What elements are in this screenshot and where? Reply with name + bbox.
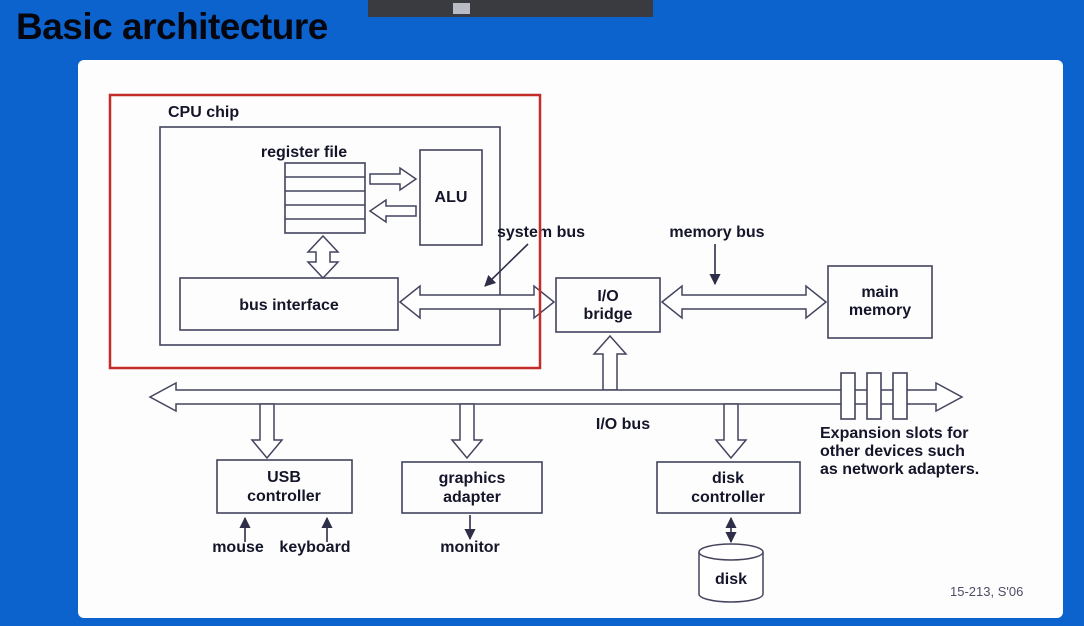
graphics-adapter-box: [401, 461, 543, 514]
disk-controller-label-line1: disk: [712, 470, 744, 487]
io-bus-label: I/O bus: [596, 416, 650, 433]
cpu-chip-label: CPU chip: [168, 104, 239, 121]
alu-to-register-arrow: [368, 198, 417, 224]
memory-bus-arrow: [660, 284, 828, 320]
disk-cylinder-top: [698, 543, 764, 561]
expansion-slots: [840, 372, 908, 420]
register-file-stack: [284, 162, 366, 234]
graphics-adapter-label-line2: adapter: [443, 489, 501, 506]
system-bus-pointer-arrow: [484, 243, 529, 287]
expansion-slot: [866, 372, 882, 420]
main-memory-label-line2: memory: [849, 302, 911, 319]
course-credit-label: 15-213, S'06: [950, 584, 1023, 599]
io-bus-arrow: [148, 381, 964, 413]
graphics-adapter-label-line1: graphics: [439, 470, 506, 487]
io-bridge-label-line1: I/O: [597, 288, 618, 305]
disk-controller-box: [656, 461, 801, 514]
usb-controller-box: [216, 459, 353, 514]
slide-title: Basic architecture: [16, 6, 328, 47]
bus-interface-label: bus interface: [239, 297, 339, 314]
register-businterface-arrow: [306, 234, 340, 280]
iobus-to-graphics-arrow: [450, 403, 484, 460]
expansion-note-line1: Expansion slots for: [820, 425, 968, 442]
usb-controller-label-line1: USB: [267, 469, 301, 486]
disk-cylinder-body: [698, 552, 764, 603]
alu-label: ALU: [435, 189, 468, 206]
iobus-to-usb-arrow: [250, 403, 284, 460]
io-bridge-label-line2: bridge: [584, 306, 633, 323]
expansion-slot: [892, 372, 908, 420]
main-memory-label-line1: main: [861, 284, 898, 301]
expansion-note-line2: other devices such: [820, 443, 965, 460]
diagram-panel: CPU chip register file ALU bus interface: [78, 60, 1063, 618]
bus-interface-box: [179, 277, 399, 331]
mouse-label: mouse: [212, 539, 264, 556]
iobus-to-bridge-arrow: [592, 334, 628, 391]
register-file-label: register file: [261, 144, 347, 161]
usb-controller-label-line2: controller: [247, 488, 321, 505]
main-memory-box: [827, 265, 933, 339]
iobus-to-disk-arrow: [714, 403, 748, 460]
monitor-label: monitor: [440, 539, 500, 556]
system-bus-arrow: [398, 284, 556, 320]
register-to-alu-arrow: [369, 166, 418, 192]
io-bridge-box: [555, 277, 661, 333]
register-file-box: [284, 162, 366, 234]
keyboard-label: keyboard: [279, 539, 350, 556]
disk-controller-label-line2: controller: [691, 489, 765, 506]
alu-box: [419, 149, 483, 246]
disk-label: disk: [715, 571, 747, 588]
cpu-highlight-red-box: [108, 93, 542, 370]
disk-cylinder: disk: [698, 543, 764, 603]
memory-bus-label: memory bus: [669, 224, 764, 241]
expansion-note-line3: as network adapters.: [820, 461, 979, 478]
cpu-chip-group: CPU chip register file ALU bus interface: [159, 104, 501, 346]
expansion-slot: [840, 372, 856, 420]
cpu-chip-box: [159, 126, 501, 346]
architecture-diagram: CPU chip register file ALU bus interface: [108, 93, 1023, 603]
window-chrome-fragment: [368, 0, 653, 17]
chrome-button-fragment: [453, 3, 470, 14]
